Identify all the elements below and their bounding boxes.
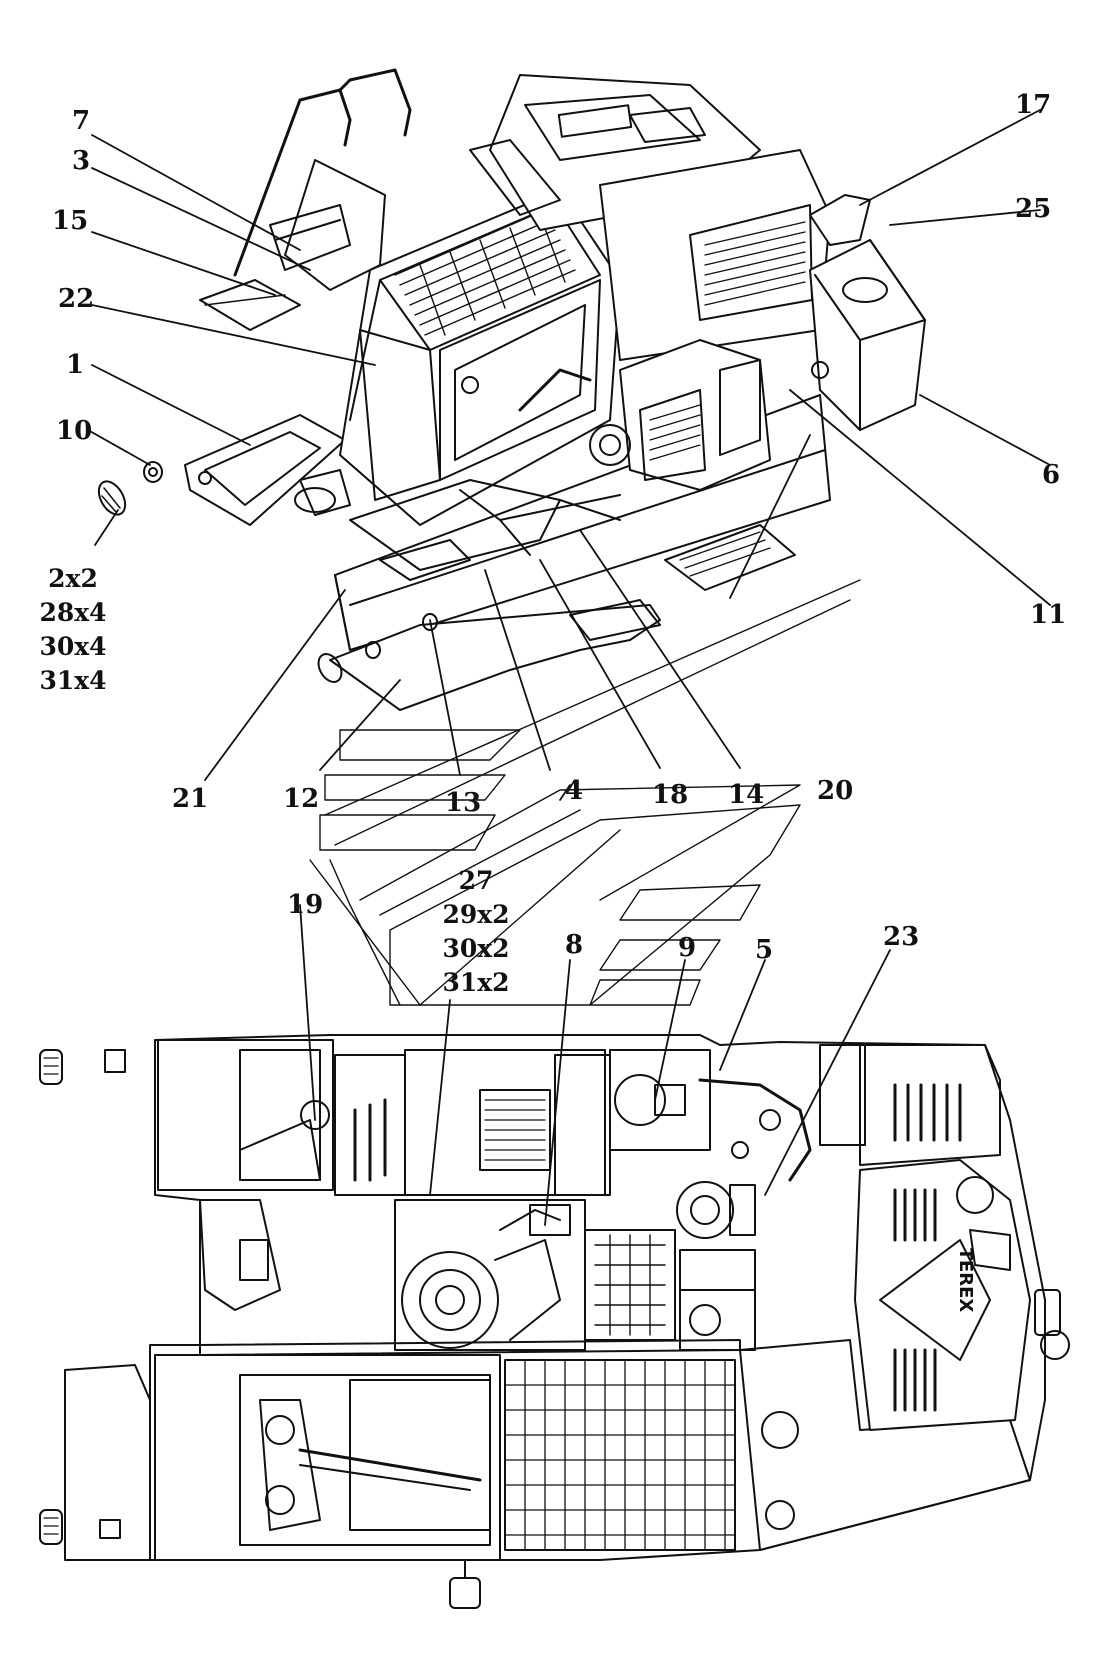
callout-11: 11 [1030,600,1067,630]
plan-view: TEREX [39,1034,1070,1609]
engine-block [589,339,771,491]
callout-19: 19 [287,890,324,920]
brand-logo-text: TEREX [955,1248,976,1313]
callout-8: 8 [565,930,584,960]
roof-grille [394,209,576,336]
callout-22: 22 [58,284,95,314]
engine-hood-plan: TEREX [854,1159,1031,1431]
quantity-list-center: 27 29x2 30x2 31x2 [428,864,524,1000]
callout-7: 7 [72,106,91,136]
callout-12: 12 [283,784,320,814]
walkway-grille [504,1359,736,1551]
callout-10: 10 [56,416,93,446]
handrail [233,68,412,277]
callout-13: 13 [445,788,482,818]
leader-lines-bottom [299,904,891,1226]
phantom-outline-lines [309,579,861,1006]
upper-structure-exploded-view [97,68,926,711]
callout-3: 3 [72,146,91,176]
quantity-list-left: 2x2 28x4 30x4 31x4 [28,562,118,698]
operator-cab [339,189,621,526]
callout-5: 5 [755,935,774,965]
small-fasteners [97,461,438,683]
callout-23: 23 [883,922,920,952]
quantity-item: 31x2 [442,968,510,997]
callout-15: 15 [52,206,89,236]
quantity-item: 31x4 [39,666,107,695]
left-step [184,414,346,526]
leader-lines-top [87,109,1051,801]
quantity-item: 28x4 [39,598,107,627]
callout-25: 25 [1015,194,1052,224]
quantity-item: 27 [458,866,494,895]
callout-18: 18 [652,780,689,810]
callout-1: 1 [66,350,85,380]
callout-4: 4 [565,776,584,806]
callout-17: 17 [1015,90,1052,120]
quantity-item: 30x2 [442,934,510,963]
side-tank [809,239,926,431]
callout-9: 9 [678,933,697,963]
counterweight-bracket [809,194,871,246]
quantity-item: 2x2 [48,564,98,593]
callout-21: 21 [172,784,209,814]
lower-deck-details [294,469,621,581]
engine-hood [469,74,831,361]
callout-6: 6 [1042,460,1061,490]
callout-20: 20 [817,776,854,806]
callout-14: 14 [728,780,765,810]
quantity-item: 29x2 [442,900,510,929]
floor-plates [329,524,796,711]
swing-motor [401,1204,571,1349]
quantity-item: 30x4 [39,632,107,661]
